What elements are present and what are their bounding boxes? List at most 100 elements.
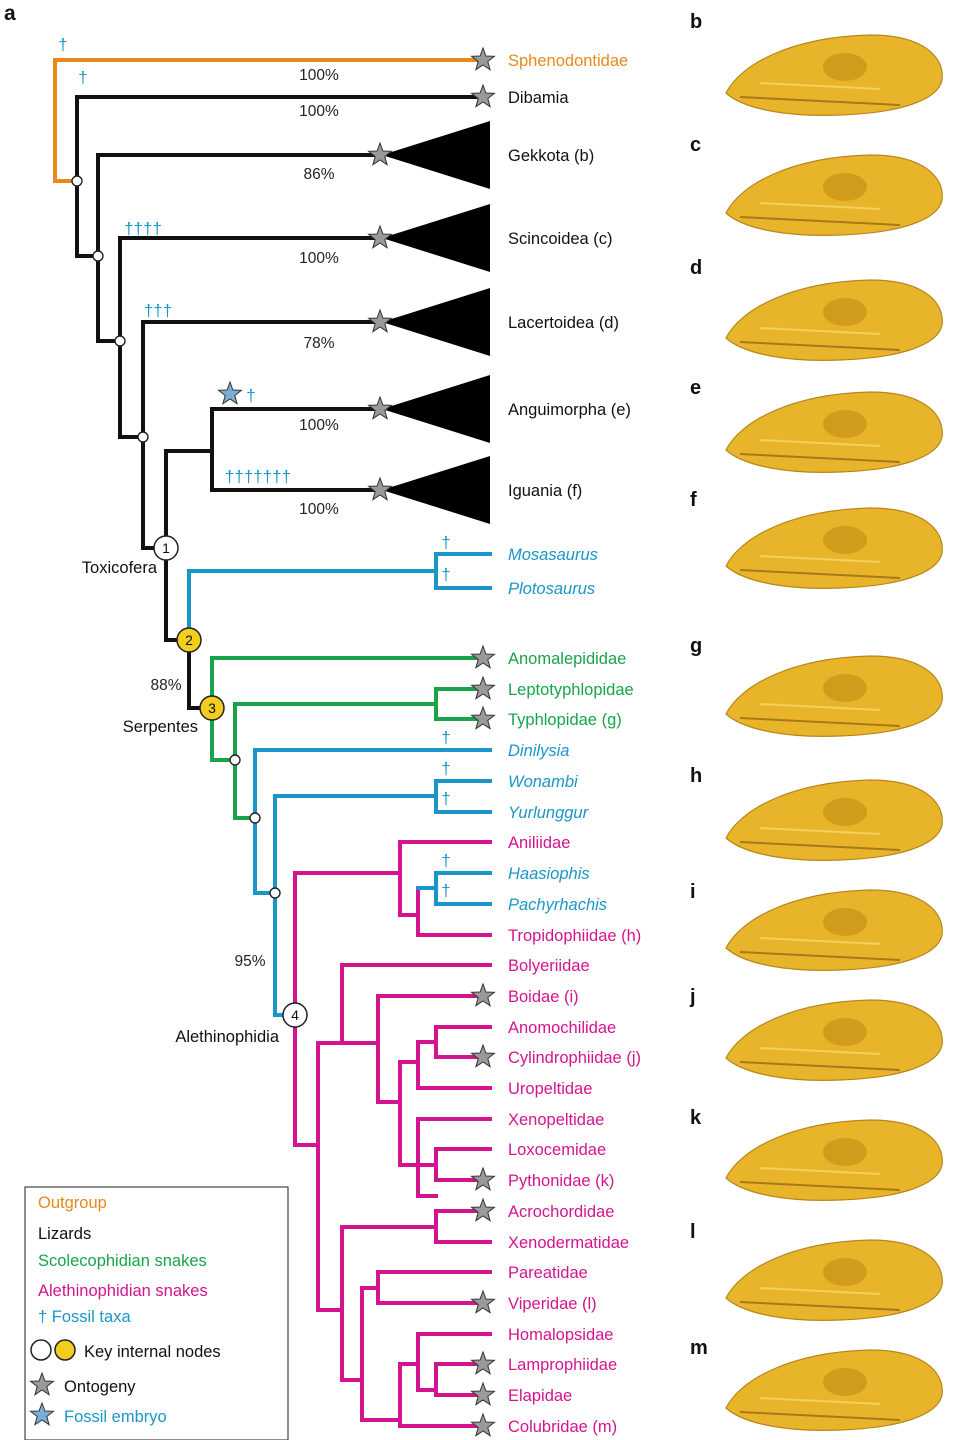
panel-letter: d	[690, 257, 702, 279]
legend-item-key_nodes: Key internal nodes	[84, 1343, 221, 1361]
skull-image	[726, 890, 942, 970]
legend-item-scolecophidian: Scolecophidian snakes	[38, 1252, 207, 1270]
support-value: 100%	[299, 67, 339, 84]
ontogeny-star	[472, 48, 495, 70]
support-value: 100%	[299, 501, 339, 518]
support-value: 86%	[303, 166, 334, 183]
ontogeny-star	[369, 143, 392, 165]
collapsed-clade-triangle	[382, 204, 490, 272]
skull-image	[726, 155, 942, 235]
ontogeny-star	[369, 397, 392, 419]
internal-node	[93, 251, 103, 261]
skull-image	[726, 1120, 942, 1200]
taxon-label: Anomalepididae	[508, 650, 626, 668]
taxon-label: Haasiophis	[508, 865, 590, 883]
panel-letter: b	[690, 11, 702, 33]
ontogeny-star	[472, 984, 495, 1006]
support-value: 100%	[299, 250, 339, 267]
skull-image	[726, 280, 942, 360]
support-value: 95%	[234, 953, 265, 970]
fossil-dagger: †	[441, 533, 450, 552]
taxon-label: Acrochordidae	[508, 1203, 614, 1221]
ontogeny-star	[472, 1291, 495, 1313]
support-value: 78%	[303, 335, 334, 352]
taxon-label: Pythonidae (k)	[508, 1172, 614, 1190]
ontogeny-star	[369, 310, 392, 332]
fossil-dagger: †††	[144, 301, 172, 320]
internal-node	[270, 888, 280, 898]
internal-node	[250, 813, 260, 823]
fossil-dagger: †††††††	[225, 467, 291, 486]
skull-image	[726, 1000, 942, 1080]
fossil-dagger: †	[441, 565, 450, 584]
taxon-label: Pareatidae	[508, 1264, 588, 1282]
taxon-label: Loxocemidae	[508, 1141, 606, 1159]
clade-label-alethinophidia: Alethinophidia	[175, 1028, 279, 1046]
fossil-dagger: †	[441, 728, 450, 747]
taxon-label: Scincoidea (c)	[508, 230, 613, 248]
ontogeny-star	[472, 707, 495, 729]
clade-label-toxicofera: Toxicofera	[82, 559, 158, 577]
key-node-number: 4	[291, 1007, 299, 1023]
fossil-dagger: †	[441, 789, 450, 808]
skull-image	[726, 1240, 942, 1320]
panel-letter: c	[690, 134, 701, 156]
key-node-number: 2	[185, 632, 193, 648]
panel-letter: m	[690, 1337, 708, 1359]
ontogeny-star	[472, 1199, 495, 1221]
taxon-label: Dinilysia	[508, 742, 569, 760]
skull-image	[726, 1350, 942, 1430]
collapsed-clade-triangles	[382, 121, 490, 524]
fossil-dagger: †	[58, 35, 67, 54]
taxon-label: Tropidophiidae (h)	[508, 927, 641, 945]
legend-item-lizards: Lizards	[38, 1225, 91, 1243]
taxon-label: Xenodermatidae	[508, 1234, 629, 1252]
ontogeny-star	[369, 226, 392, 248]
taxon-labels: SphenodontidaeDibamiaGekkota (b)Scincoid…	[508, 52, 641, 1436]
fossil-dagger: †	[441, 851, 450, 870]
taxon-label: Viperidae (l)	[508, 1295, 597, 1313]
ontogeny-star	[472, 1045, 495, 1067]
ontogeny-star	[472, 1168, 495, 1190]
internal-node	[138, 432, 148, 442]
panel-letter: e	[690, 377, 701, 399]
collapsed-clade-triangle	[382, 121, 490, 189]
key-node-number: 1	[162, 540, 170, 556]
support-values: 100% 100% 86% 100% 78% 100% 100% 88% 95%	[150, 67, 339, 970]
clade-label-serpentes: Serpentes	[123, 718, 198, 736]
support-value: 100%	[299, 103, 339, 120]
skull-image	[726, 656, 942, 736]
panel-letter: g	[690, 635, 702, 657]
skull-panels: bcdefghijklm	[689, 11, 942, 1430]
taxon-label: Anguimorpha (e)	[508, 401, 631, 419]
taxon-label: Boidae (i)	[508, 988, 579, 1006]
support-value: 100%	[299, 417, 339, 434]
taxon-label: Cylindrophiidae (j)	[508, 1049, 641, 1067]
taxon-label: Anomochilidae	[508, 1019, 616, 1037]
taxon-label: Lamprophiidae	[508, 1356, 617, 1374]
ontogeny-star	[472, 646, 495, 668]
internal-node	[230, 755, 240, 765]
ontogeny-star	[472, 1383, 495, 1405]
collapsed-clade-triangle	[382, 375, 490, 443]
internal-node	[115, 336, 125, 346]
taxon-label: Colubridae (m)	[508, 1418, 617, 1436]
legend-item-fossil_taxa: † Fossil taxa	[38, 1308, 131, 1326]
ontogeny-star	[369, 478, 392, 500]
legend-item-alethinophidian: Alethinophidian snakes	[38, 1282, 208, 1300]
panel-letter: l	[690, 1221, 696, 1243]
support-value: 88%	[150, 677, 181, 694]
taxon-label: Lacertoidea (d)	[508, 314, 619, 332]
legend-item-ontogeny: Ontogeny	[64, 1378, 136, 1396]
ontogeny-star	[472, 1414, 495, 1436]
taxon-label: Aniliidae	[508, 834, 570, 852]
skull-image	[726, 392, 942, 472]
fossil-dagger: †	[246, 386, 255, 405]
taxon-label: Elapidae	[508, 1387, 572, 1405]
taxon-label: Yurlunggur	[508, 804, 590, 822]
legend-yellow-node-icon	[55, 1340, 75, 1360]
collapsed-clade-triangle	[382, 456, 490, 524]
taxon-label: Dibamia	[508, 89, 569, 107]
taxon-label: Xenopeltidae	[508, 1111, 604, 1129]
